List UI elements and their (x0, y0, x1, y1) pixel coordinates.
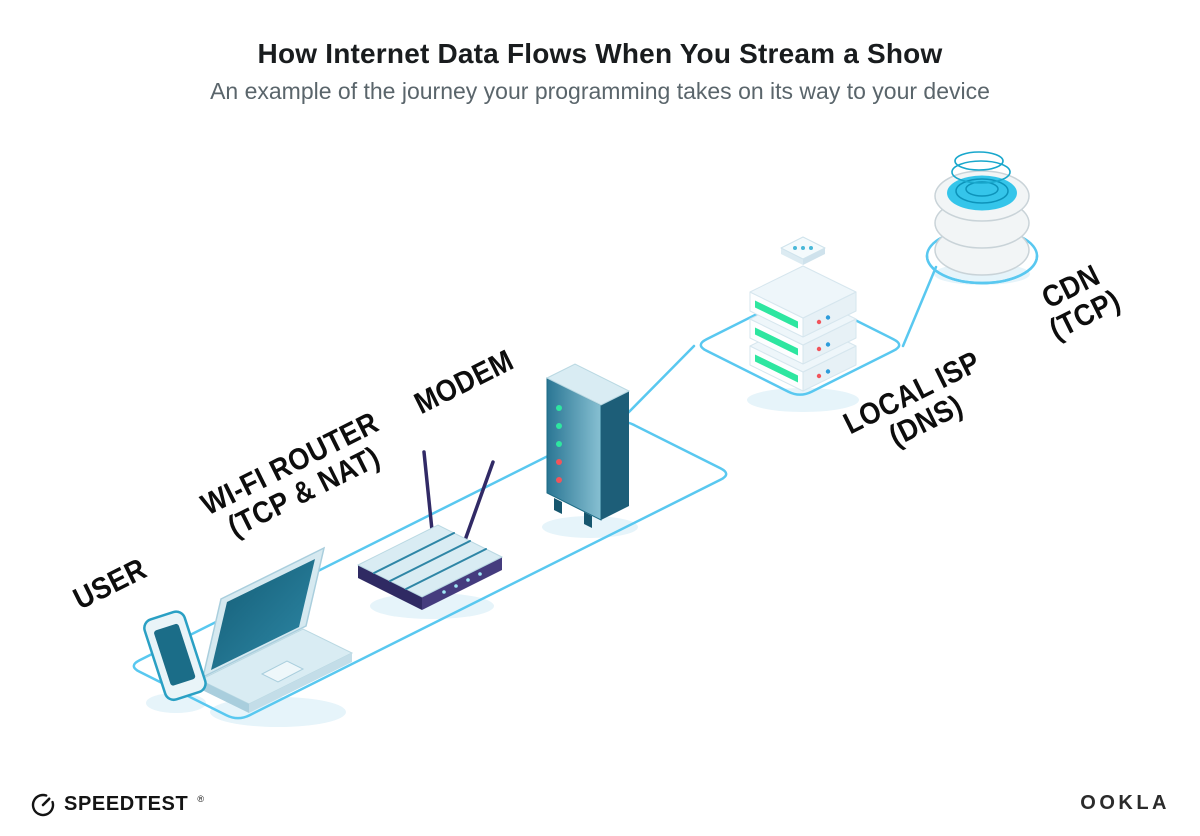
loop-cdn-front (925, 254, 1039, 285)
speedtest-logo: SPEEDTEST ® (30, 791, 204, 818)
phone-icon (143, 610, 207, 702)
isp-server-icon (749, 236, 857, 392)
ookla-logo: OOKLA (1080, 792, 1170, 815)
page-subtitle: An example of the journey your programmi… (210, 78, 990, 104)
link-modem-isp (622, 344, 696, 419)
router-led-lights (442, 572, 482, 594)
wifi-router-icon (356, 450, 504, 610)
antenna-left (422, 450, 435, 542)
modem-icon (545, 363, 631, 528)
cdn-database-icon (934, 151, 1030, 276)
antenna-right (462, 460, 495, 545)
laptop-trackpad (260, 660, 305, 683)
modem-led-lights (556, 405, 562, 483)
link-isp-cdn (901, 265, 938, 348)
speedtest-gauge-icon (31, 793, 55, 817)
speedtest-trademark: ® (197, 793, 204, 804)
speedtest-wordmark: SPEEDTEST (64, 793, 189, 815)
page-title: How Internet Data Flows When You Stream … (257, 38, 943, 69)
ookla-wordmark: OOKLA (1080, 792, 1170, 814)
laptop-icon (198, 546, 354, 713)
